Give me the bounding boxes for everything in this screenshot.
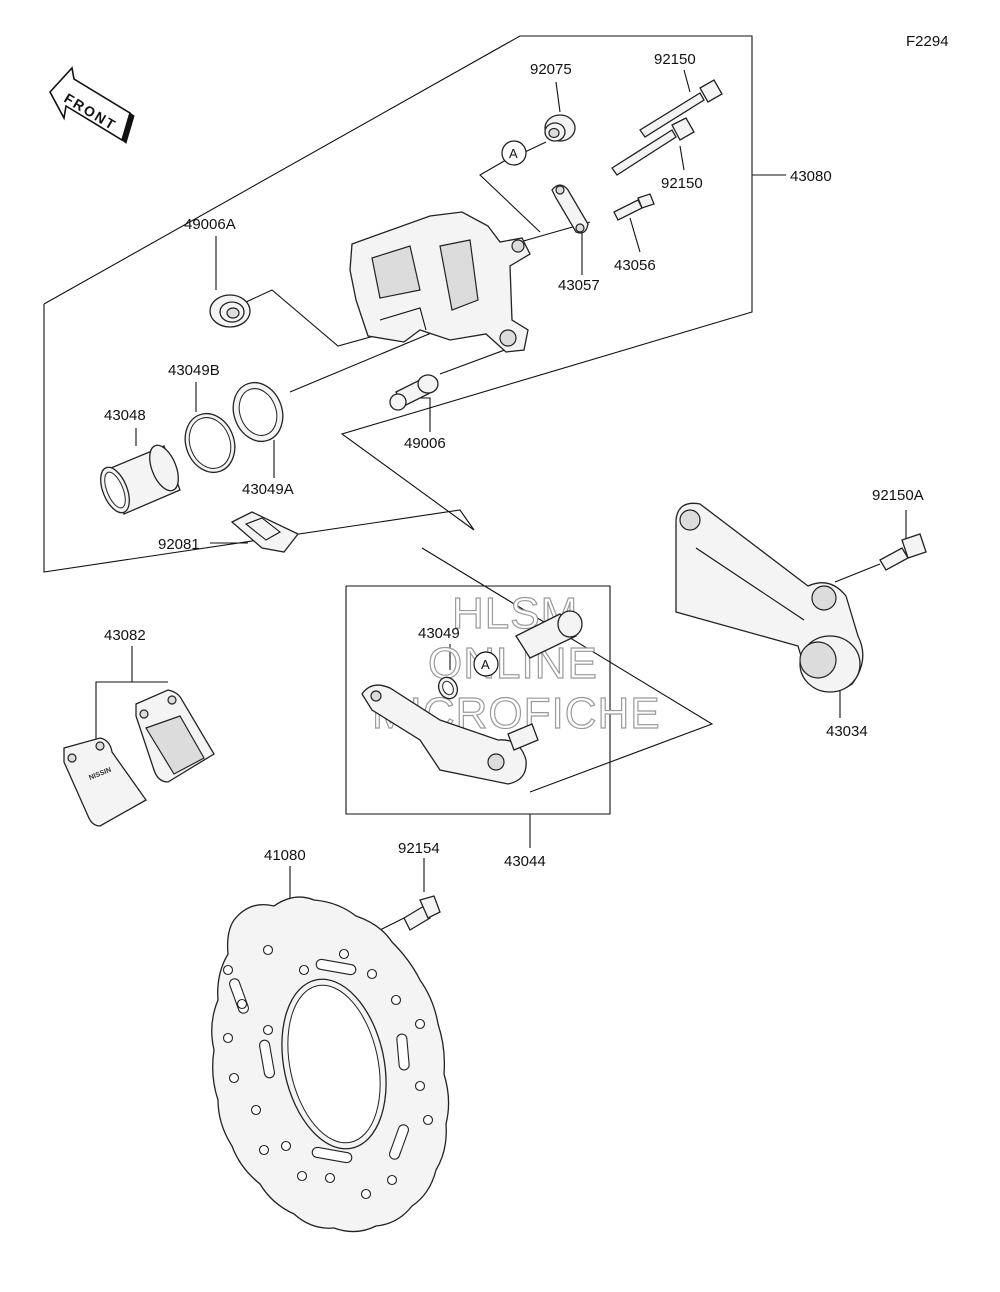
seal-43049a xyxy=(232,381,284,443)
label-43044: 43044 xyxy=(504,853,546,870)
callout-a-letter-2: A xyxy=(481,657,490,672)
label-43049a: 43049A xyxy=(242,481,294,498)
caliper-body xyxy=(349,211,531,353)
bleeder-43056 xyxy=(613,193,655,221)
bracket-assembly-frame xyxy=(345,585,611,815)
watermark-line2: ONLINE xyxy=(428,639,598,688)
seal-43049b xyxy=(184,412,236,474)
bolt-92150a xyxy=(879,533,927,571)
label-41080: 41080 xyxy=(264,847,306,864)
seal-43049 xyxy=(437,676,459,700)
spring-92081 xyxy=(230,511,300,553)
bolt-92154 xyxy=(403,895,441,931)
brake-pads-43082: NISSIN xyxy=(63,689,215,827)
label-49006: 49006 xyxy=(404,435,446,452)
label-43057: 43057 xyxy=(558,277,600,294)
label-43082: 43082 xyxy=(104,627,146,644)
label-92150-top: 92150 xyxy=(654,51,696,68)
label-92150a: 92150A xyxy=(872,487,924,504)
label-43034: 43034 xyxy=(826,723,868,740)
label-43056: 43056 xyxy=(614,257,656,274)
boot-92075 xyxy=(544,114,576,142)
figure-code: F2294 xyxy=(906,33,949,50)
pin-92150-top xyxy=(639,79,723,138)
callout-a-bottom: A xyxy=(473,651,499,677)
brake-disc-41080 xyxy=(211,896,450,1233)
bolt-49006 xyxy=(389,374,439,411)
pin-92150-bottom xyxy=(611,117,695,176)
label-43049: 43049 xyxy=(418,625,460,642)
callout-a-letter: A xyxy=(509,146,518,161)
label-43049b: 43049B xyxy=(168,362,220,379)
boot-49006a xyxy=(209,294,251,328)
caliper-assembly-frame xyxy=(43,35,753,573)
callout-a-top: A xyxy=(501,140,527,166)
front-arrow-icon: FRONT xyxy=(49,66,135,144)
label-92075: 92075 xyxy=(530,61,572,78)
piston-43048 xyxy=(100,444,181,515)
caliper-bracket-43044 xyxy=(361,610,583,785)
label-92150-bottom: 92150 xyxy=(661,175,703,192)
label-92154: 92154 xyxy=(398,840,440,857)
bracket-43034 xyxy=(675,502,864,693)
label-49006a: 49006A xyxy=(184,216,236,233)
hanger-43057 xyxy=(551,184,589,234)
label-43048: 43048 xyxy=(104,407,146,424)
label-92081: 92081 xyxy=(158,536,200,553)
part-labels: 92075 92150 92150 43080 49006A 43057 430… xyxy=(104,51,924,870)
leader-lines xyxy=(95,69,907,951)
label-43080: 43080 xyxy=(790,168,832,185)
